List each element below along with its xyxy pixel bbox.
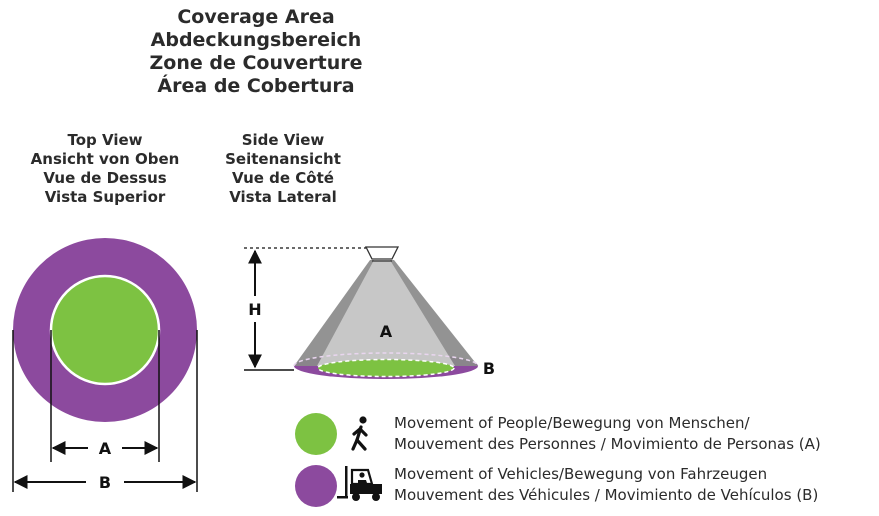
side-view-heading: Side View Seitenansicht Vue de Côté Vist… xyxy=(208,131,358,207)
walking-person-icon xyxy=(351,416,368,451)
cone-inner-a xyxy=(317,260,455,366)
b-dimension-label: B xyxy=(99,473,111,492)
top-view-es: Vista Superior xyxy=(44,188,166,206)
title-fr: Zone de Couverture xyxy=(149,52,363,74)
legend-people: Movement of People/Bewegung von Menschen… xyxy=(394,413,821,455)
side-view: H A B xyxy=(244,246,495,379)
title-de: Abdeckungsbereich xyxy=(150,29,362,51)
ground-ellipse-a xyxy=(317,358,455,378)
diagram-title: Coverage Area Abdeckungsbereich Zone de … xyxy=(140,6,372,98)
legend-vehicles-line2: Mouvement des Véhicules / Movimiento de … xyxy=(394,486,819,504)
side-view-fr: Vue de Côté xyxy=(232,169,334,187)
title-en: Coverage Area xyxy=(177,6,335,28)
legend-swatch-green xyxy=(295,413,337,455)
h-dimension-label: H xyxy=(248,300,261,319)
top-view-heading: Top View Ansicht von Oben Vue de Dessus … xyxy=(12,131,198,207)
title-es: Área de Cobertura xyxy=(157,75,355,97)
cone-b-label: B xyxy=(483,359,495,378)
top-view: A B xyxy=(12,238,198,492)
legend-swatch-purple xyxy=(295,465,337,507)
sensor-icon xyxy=(364,246,400,260)
top-view-en: Top View xyxy=(67,131,143,149)
top-view-fr: Vue de Dessus xyxy=(43,169,167,187)
side-view-de: Seitenansicht xyxy=(225,150,341,168)
side-view-en: Side View xyxy=(241,131,325,149)
top-view-de: Ansicht von Oben xyxy=(30,150,180,168)
ellipse-back-edge xyxy=(293,352,479,367)
side-view-es: Vista Lateral xyxy=(229,188,337,206)
legend-vehicles: Movement of Vehicles/Bewegung von Fahrze… xyxy=(394,464,818,506)
legend-people-line1: Movement of People/Bewegung von Menschen… xyxy=(394,414,750,432)
legend xyxy=(295,413,382,507)
legend-vehicles-line1: Movement of Vehicles/Bewegung von Fahrze… xyxy=(394,465,768,483)
inner-circle-a xyxy=(49,274,161,386)
cone-a-label: A xyxy=(380,322,393,341)
a-dimension-label: A xyxy=(99,439,112,458)
legend-people-line2: Mouvement des Personnes / Movimiento de … xyxy=(394,435,821,453)
forklift-icon xyxy=(337,466,382,501)
